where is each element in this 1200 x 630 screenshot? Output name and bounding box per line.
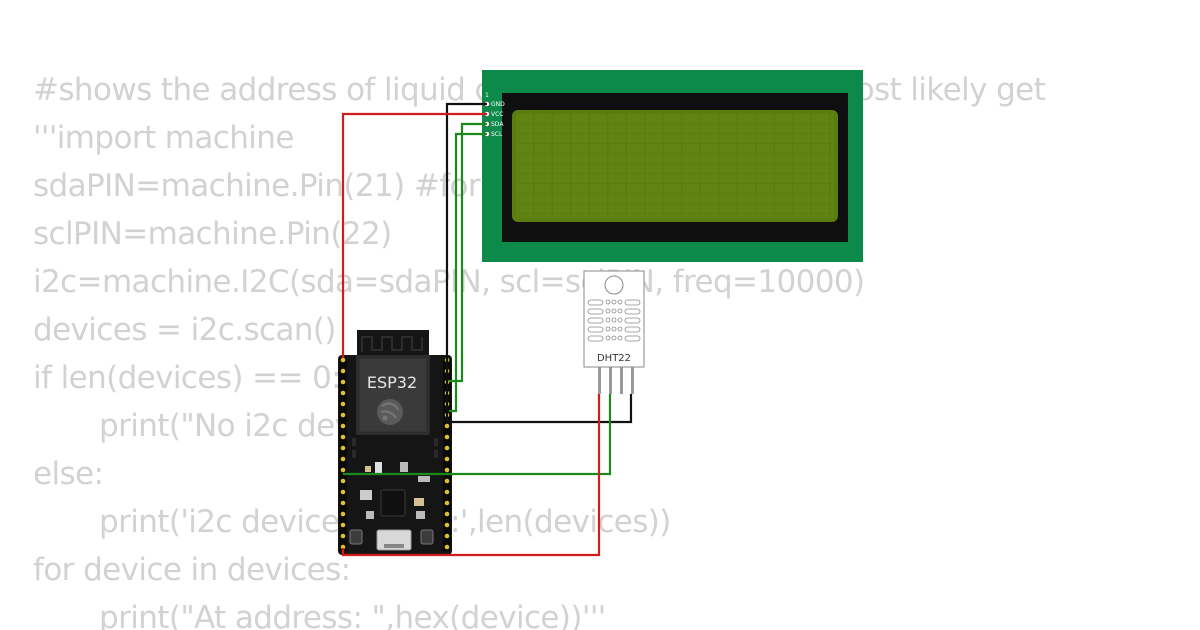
dht22-pin xyxy=(598,364,601,394)
esp32-smd-part xyxy=(418,476,430,482)
esp32-smd-part xyxy=(365,466,371,472)
code-line: devices = i2c.scan() xyxy=(33,312,337,348)
micro-usb-slot xyxy=(384,544,404,548)
code-line: i2c=machine.I2C(sda=sdaPIN, scl=sclPIN, … xyxy=(33,264,865,300)
code-line: '''import machine xyxy=(33,120,294,156)
lcd-pin-label-scl: SCL xyxy=(491,131,503,138)
esp32-board[interactable]: ESP32 xyxy=(338,330,452,555)
dht22-mount-hole xyxy=(604,275,624,295)
code-line: if len(devices) == 0: xyxy=(33,360,342,396)
lcd-pin-label-gnd: GND xyxy=(491,101,505,108)
esp32-usb-chip xyxy=(380,489,406,517)
lcd-pin-number: 1 xyxy=(485,92,489,99)
wire-lcd-gnd[interactable] xyxy=(445,102,487,423)
code-line: print("At address: ",hex(device))''' xyxy=(99,600,606,630)
esp32-smd-part xyxy=(366,511,374,519)
esp32-boot-button[interactable] xyxy=(360,490,372,500)
wire-lcd-vcc[interactable] xyxy=(341,112,487,358)
esp32-label: ESP32 xyxy=(367,373,417,392)
wire-lcd-sda[interactable] xyxy=(449,122,487,383)
dht22-pin xyxy=(620,364,623,394)
dht22-pin xyxy=(609,364,612,394)
esp32-shield xyxy=(358,357,428,433)
esp32-boot-switch[interactable] xyxy=(420,529,434,545)
lcd-pin-label-vcc: VCC xyxy=(491,111,503,118)
lcd-character-grid xyxy=(516,114,834,218)
wire-dht22-gnd[interactable] xyxy=(449,394,633,424)
lcd-pin-label-sda: SDA xyxy=(491,121,504,128)
code-line: else: xyxy=(33,456,104,492)
esp32-smd-part xyxy=(400,462,408,472)
esp32-antenna-trace xyxy=(361,336,423,352)
wire-dht22-vcc[interactable] xyxy=(341,394,601,557)
code-line: for device in devices: xyxy=(33,552,351,588)
esp32-smd-part xyxy=(416,511,425,519)
esp32-smd-part xyxy=(375,462,382,474)
lcd-display[interactable]: 1 GND VCC SDA SCL xyxy=(482,70,863,262)
esp32-resistor-row xyxy=(352,438,438,458)
dht22-pin xyxy=(631,364,634,394)
esp32-smd-part xyxy=(414,498,424,506)
esp32-left-pin-header xyxy=(339,357,347,551)
esp32-en-button[interactable] xyxy=(349,529,363,545)
wire-lcd-scl[interactable] xyxy=(449,132,487,413)
wires xyxy=(341,102,633,557)
dht22-vent-grille xyxy=(587,299,641,342)
espressif-logo-icon xyxy=(377,399,403,425)
dht22-sensor[interactable]: DHT22 xyxy=(583,270,645,394)
wire-dht22-data[interactable] xyxy=(343,394,612,476)
code-line: sclPIN=machine.Pin(22) xyxy=(33,216,392,252)
dht22-label: DHT22 xyxy=(597,353,631,364)
